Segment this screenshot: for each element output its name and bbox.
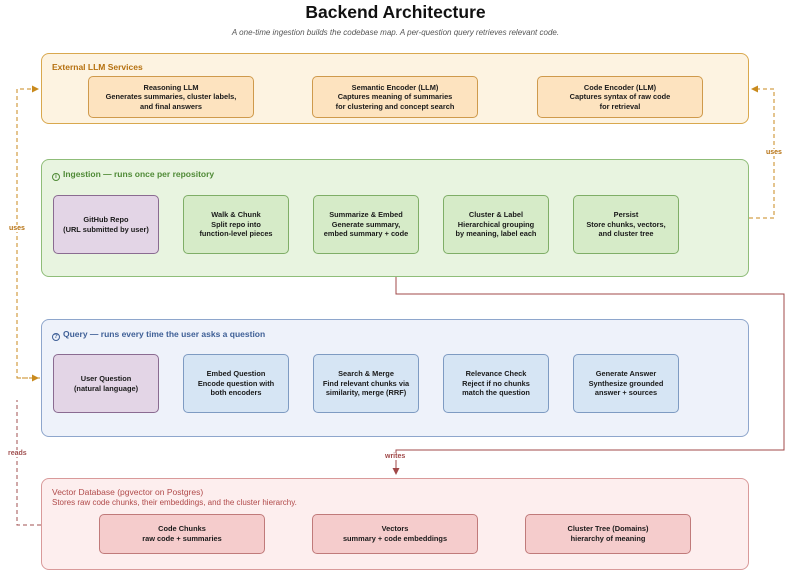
- box-title: Search & Merge: [338, 369, 394, 379]
- box-title: Code Encoder (LLM): [583, 82, 657, 92]
- github-repo-box: GitHub Repo (URL submitted by user): [53, 195, 159, 254]
- box-desc: answer + sources: [594, 388, 658, 398]
- persist-box: Persist Store chunks, vectors, and clust…: [573, 195, 679, 254]
- box-title: Semantic Encoder (LLM): [351, 82, 439, 92]
- box-title: User Question: [80, 373, 132, 383]
- box-desc: and final answers: [139, 101, 203, 111]
- box-desc: for retrieval: [599, 101, 641, 111]
- box-desc: Split repo into: [211, 219, 261, 229]
- uses-right-label: uses: [764, 149, 784, 156]
- box-desc: by meaning, label each: [455, 229, 537, 239]
- box-desc: embed summary + code: [323, 229, 409, 239]
- box-desc: for clustering and concept search: [335, 101, 455, 111]
- box-desc: Reject if no chunks: [462, 378, 530, 388]
- box-title: Cluster Tree (Domains): [567, 524, 649, 534]
- embed-question-box: Embed Question Encode question with both…: [183, 354, 289, 413]
- box-title: Code Chunks: [158, 524, 206, 534]
- box-title: Summarize & Embed: [329, 210, 403, 220]
- box-title: Embed Question: [206, 369, 266, 379]
- box-desc: Generate summary,: [331, 219, 401, 229]
- box-desc: Generates summaries, cluster labels,: [105, 92, 237, 102]
- uses-right-connector: [749, 85, 775, 219]
- box-desc: summary + code embeddings: [342, 534, 448, 543]
- reads-connector: [16, 400, 41, 526]
- db-panel-subtitle: Stores raw code chunks, their embeddings…: [52, 498, 297, 507]
- cluster-tree-box: Cluster Tree (Domains) hierarchy of mean…: [525, 514, 691, 554]
- uses-left-label: uses: [7, 225, 27, 232]
- box-desc: Hierarchical grouping: [457, 219, 535, 229]
- box-desc: Captures meaning of summaries: [337, 92, 453, 102]
- box-title: Generate Answer: [595, 369, 657, 379]
- vectors-box: Vectors summary + code embeddings: [312, 514, 478, 554]
- db-panel-title: Vector Database (pgvector on Postgres): [52, 487, 204, 497]
- reasoning-llm-box: Reasoning LLM Generates summaries, clust…: [88, 76, 254, 118]
- box-title: Reasoning LLM: [143, 82, 199, 92]
- cluster-label-box: Cluster & Label Hierarchical grouping by…: [443, 195, 549, 254]
- box-desc: hierarchy of meaning: [570, 534, 646, 543]
- box-desc: raw code + summaries: [142, 534, 222, 543]
- info-icon: i: [52, 173, 60, 181]
- writes-label: writes: [383, 453, 408, 460]
- diagram-subtitle: A one-time ingestion builds the codebase…: [231, 28, 560, 37]
- uses-left-connector: [16, 85, 40, 379]
- code-chunks-box: Code Chunks raw code + summaries: [99, 514, 265, 554]
- question-icon: ?: [52, 333, 60, 341]
- semantic-encoder-box: Semantic Encoder (LLM) Captures meaning …: [312, 76, 478, 118]
- walk-chunk-box: Walk & Chunk Split repo into function-le…: [183, 195, 289, 254]
- box-desc: Synthesize grounded: [588, 378, 664, 388]
- box-desc: match the question: [462, 388, 530, 398]
- llm-panel-title: External LLM Services: [52, 62, 143, 72]
- box-desc: Find relevant chunks via: [322, 378, 410, 388]
- box-desc: and cluster tree: [598, 229, 654, 239]
- reads-label: reads: [6, 450, 29, 457]
- box-title: GitHub Repo: [83, 214, 129, 224]
- box-title: Relevance Check: [465, 369, 527, 379]
- box-desc: Store chunks, vectors,: [586, 219, 666, 229]
- code-encoder-box: Code Encoder (LLM) Captures syntax of ra…: [537, 76, 703, 118]
- box-desc: Captures syntax of raw code: [569, 92, 671, 102]
- ingestion-title-text: Ingestion — runs once per repository: [63, 169, 215, 179]
- summarize-embed-box: Summarize & Embed Generate summary, embe…: [313, 195, 419, 254]
- search-merge-box: Search & Merge Find relevant chunks via …: [313, 354, 419, 413]
- box-desc: (URL submitted by user): [63, 224, 149, 234]
- relevance-check-box: Relevance Check Reject if no chunks matc…: [443, 354, 549, 413]
- diagram-title: Backend Architecture: [305, 2, 486, 22]
- user-question-box: User Question (natural language): [53, 354, 159, 413]
- box-desc: (natural language): [73, 383, 139, 393]
- box-title: Cluster & Label: [468, 210, 524, 220]
- box-desc: Encode question with: [197, 378, 275, 388]
- box-desc: both encoders: [210, 388, 262, 398]
- box-desc: function-level pieces: [199, 229, 273, 239]
- box-desc: similarity, merge (RRF): [325, 388, 407, 398]
- box-title: Vectors: [381, 524, 409, 534]
- generate-answer-box: Generate Answer Synthesize grounded answ…: [573, 354, 679, 413]
- box-title: Walk & Chunk: [211, 210, 261, 220]
- box-title: Persist: [613, 210, 639, 220]
- query-panel-title: ?Query — runs every time the user asks a…: [52, 329, 265, 341]
- query-title-text: Query — runs every time the user asks a …: [63, 329, 266, 339]
